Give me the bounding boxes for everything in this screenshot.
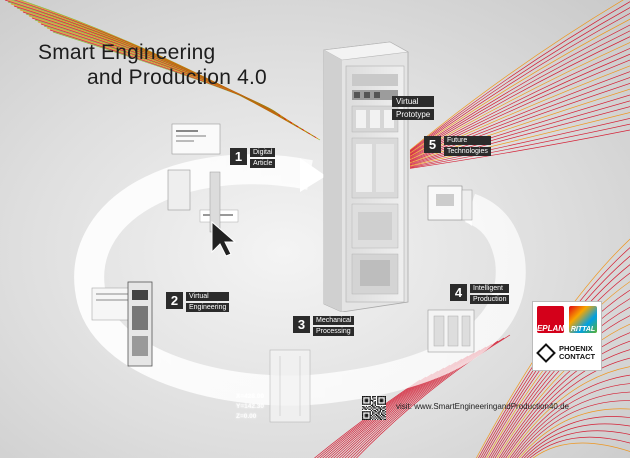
decor-line xyxy=(52,31,279,115)
mechanical-processing-illustration xyxy=(269,349,311,423)
decor-line xyxy=(532,442,630,458)
intelligent-production-illustration xyxy=(427,309,475,353)
decor-line xyxy=(409,94,630,164)
decor-line xyxy=(356,334,511,458)
decor-line xyxy=(409,18,630,154)
control-cabinet-illustration xyxy=(323,41,409,312)
decor-line xyxy=(409,123,630,168)
readout-z: Z=0.00 xyxy=(236,413,257,420)
step-virtual-engineering: 2 Virtual Engineering xyxy=(166,292,230,314)
decor-line xyxy=(498,332,630,458)
website-link[interactable]: visit: www.SmartEngineeringandProduction… xyxy=(396,402,569,411)
decor-line xyxy=(409,12,630,153)
decor-line xyxy=(496,323,630,458)
step-number: 3 xyxy=(293,316,310,333)
decor-line xyxy=(505,357,630,458)
decor-line xyxy=(507,366,630,458)
digital-article-illustration xyxy=(167,123,239,233)
step-label-line: Future xyxy=(444,136,491,145)
step-label-line: Article xyxy=(250,159,276,168)
mouse-cursor-icon xyxy=(211,220,237,257)
step-label-line: Processing xyxy=(313,327,355,336)
process-cycle-ring xyxy=(74,154,526,406)
prototype-label-line: Virtual xyxy=(392,96,435,107)
decor-line xyxy=(501,340,630,458)
decor-line xyxy=(523,423,630,458)
rittal-logo-text: RITTAL xyxy=(570,326,596,333)
step-number: 4 xyxy=(450,284,467,301)
virtual-prototype-label: Virtual Prototype xyxy=(392,96,435,122)
decor-line xyxy=(409,24,630,155)
step-label-line: Digital xyxy=(250,148,276,157)
step-label-line: Virtual xyxy=(186,292,230,301)
eplan-logo: EPLAN xyxy=(537,306,564,333)
step-number: 2 xyxy=(166,292,183,309)
virtual-engineering-illustration xyxy=(91,281,153,367)
step-label-line: Intelligent xyxy=(470,284,510,293)
qr-code-icon xyxy=(362,396,386,420)
prototype-label-line: Prototype xyxy=(392,109,435,120)
decor-line xyxy=(409,112,630,167)
contact-logo-text: CONTACT xyxy=(559,352,596,361)
decor-line xyxy=(314,379,421,458)
rittal-logo: RITTAL xyxy=(569,306,597,333)
readout-y: Y=142.30 xyxy=(236,403,265,410)
phoenix-diamond-icon xyxy=(536,343,556,363)
decor-line xyxy=(409,106,630,166)
decor-line xyxy=(409,88,630,164)
decor-line xyxy=(526,430,630,458)
decor-line xyxy=(509,374,630,458)
coordinate-readout: X=428.00 Y=142.30 Z=0.00 xyxy=(236,392,276,422)
decor-line xyxy=(521,416,630,458)
decor-line xyxy=(409,129,630,169)
step-intelligent-production: 4 Intelligent Production xyxy=(450,284,510,306)
decor-line xyxy=(514,391,630,458)
eplan-logo-text: EPLAN xyxy=(536,324,565,333)
step-mechanical-processing: 3 Mechanical Processing xyxy=(293,316,355,338)
phoenix-logo-text: PHOENIX xyxy=(559,344,593,353)
fan-lines-top-left xyxy=(4,0,321,141)
poster-title: Smart Engineering and Production 4.0 xyxy=(38,40,267,90)
title-line-2: and Production 4.0 xyxy=(87,66,267,89)
step-label-line: Engineering xyxy=(186,303,230,312)
decor-line xyxy=(409,0,624,151)
step-number: 1 xyxy=(230,148,247,165)
phoenix-contact-logo: PHOENIX CONTACT xyxy=(536,340,598,366)
step-future-technologies: 5 Future Technologies xyxy=(424,136,491,158)
title-line-1: Smart Engineering xyxy=(38,41,216,64)
process-cycle-arrowhead xyxy=(300,158,326,192)
step-label-line: Mechanical xyxy=(313,316,355,325)
decor-line xyxy=(409,117,630,168)
readout-x: X=428.00 xyxy=(236,393,265,400)
decor-line xyxy=(529,436,630,458)
decor-line xyxy=(518,408,630,458)
decor-line xyxy=(511,383,630,458)
step-label-line: Production xyxy=(470,295,510,304)
decor-line xyxy=(409,1,630,152)
decor-line xyxy=(409,100,630,165)
decor-line xyxy=(503,349,630,458)
step-digital-article: 1 Digital Article xyxy=(230,148,276,170)
partner-logos: EPLAN RITTAL PHOENIX CONTACT xyxy=(533,302,601,370)
future-technologies-illustration xyxy=(427,185,473,221)
step-number: 5 xyxy=(424,136,441,153)
decor-line xyxy=(516,400,630,458)
step-label-line: Technologies xyxy=(444,147,491,156)
decor-line xyxy=(409,7,630,152)
